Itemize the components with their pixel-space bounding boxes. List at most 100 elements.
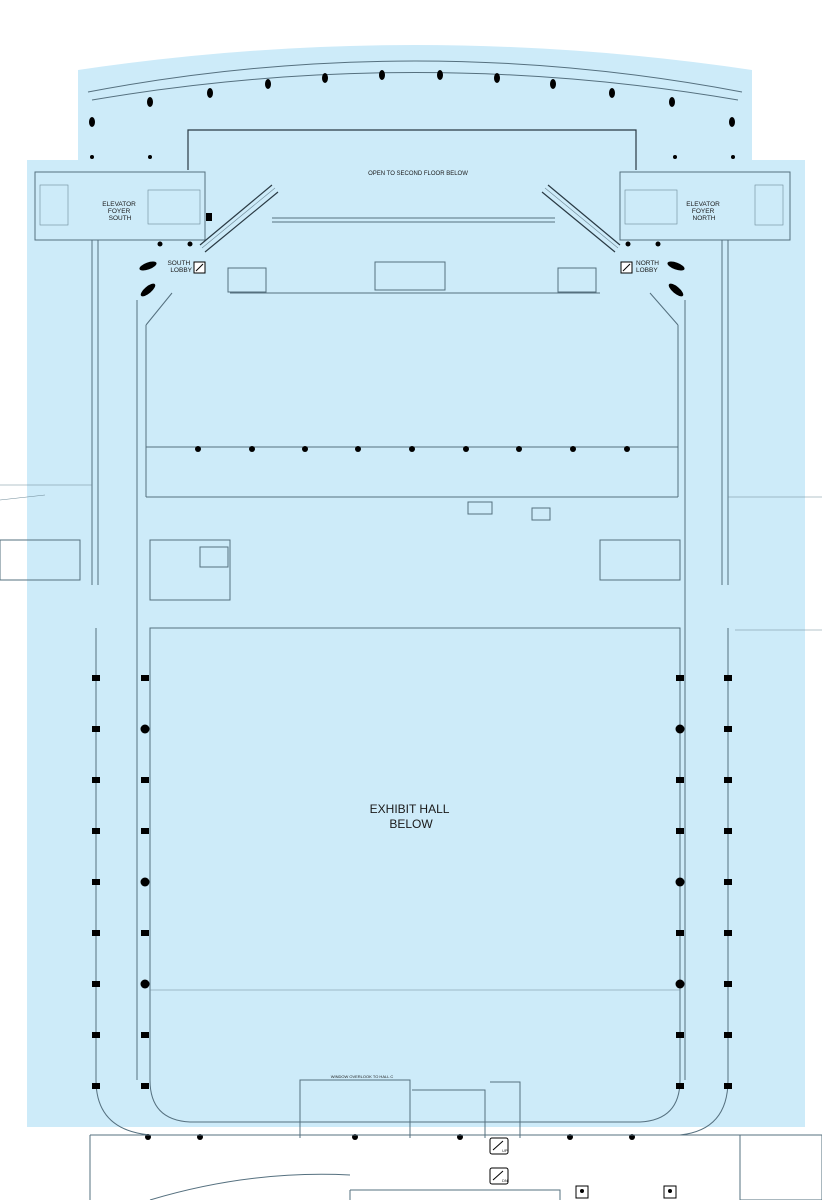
column (625, 241, 631, 247)
column (92, 879, 100, 885)
column (195, 446, 201, 452)
column (141, 1083, 149, 1089)
restroom-icon (663, 1185, 677, 1199)
outer-concourse (95, 620, 729, 1136)
window-overlook-label: WINDOW OVERLOOK TO HALL C (331, 1074, 394, 1079)
column (724, 726, 732, 732)
column (409, 446, 415, 452)
west-wall (91, 240, 138, 620)
column (140, 979, 150, 989)
column (141, 777, 149, 783)
exterior-line (0, 484, 822, 631)
elevator-west (199, 546, 229, 568)
column (676, 828, 684, 834)
column (92, 930, 100, 936)
column (724, 1083, 732, 1089)
column (570, 446, 576, 452)
east-wall (684, 240, 729, 620)
north-lobby-label: NORTH LOBBY (636, 260, 661, 274)
service-room-west (149, 539, 231, 601)
column (516, 446, 522, 452)
canopy-pylon (322, 73, 328, 83)
column (141, 828, 149, 834)
column (724, 930, 732, 936)
column (676, 930, 684, 936)
column (724, 777, 732, 783)
revolving-door-north (667, 261, 685, 297)
column (302, 446, 308, 452)
canopy-pylon (207, 88, 213, 98)
elevator-foyer-south-label: ELEVATOR FOYER SOUTH (102, 201, 137, 222)
revolving-door-south (139, 261, 157, 297)
column (92, 1032, 100, 1038)
open-to-below-edge (187, 129, 637, 170)
highlighted-area[interactable] (27, 45, 805, 1127)
stair-southeast (739, 1134, 822, 1200)
column (141, 1032, 149, 1038)
canopy-pylon (729, 117, 735, 127)
column (673, 155, 677, 159)
column (141, 930, 149, 936)
escalator-icon (620, 261, 633, 274)
escalator-north[interactable] (541, 184, 621, 253)
column (724, 981, 732, 987)
column (249, 446, 255, 452)
escalator-down[interactable]: DN (489, 1167, 509, 1185)
column (92, 675, 100, 681)
column (676, 1083, 684, 1089)
column (624, 446, 630, 452)
elevator-bank-north (624, 184, 784, 226)
column (676, 777, 684, 783)
elevator-foyer-south[interactable] (34, 171, 206, 241)
column (731, 155, 735, 159)
column (92, 777, 100, 783)
column (140, 877, 150, 887)
column (90, 155, 94, 159)
exhibit-hall-outline (149, 627, 681, 1123)
canopy-pylon (550, 79, 556, 89)
column (92, 981, 100, 987)
column (724, 1032, 732, 1038)
open-to-second-floor-label: OPEN TO SECOND FLOOR BELOW (368, 171, 468, 177)
escalator-up[interactable]: UP (489, 1137, 509, 1155)
canopy-pylons (89, 70, 735, 127)
lower-level-wall (89, 1134, 741, 1200)
canopy-pylon (437, 70, 443, 80)
canopy-pylon (609, 88, 615, 98)
canopy-arc-inner (91, 72, 739, 101)
column (187, 241, 193, 247)
column (675, 877, 685, 887)
escalator-icon (193, 261, 206, 274)
shaft (467, 501, 493, 515)
stair-south (227, 267, 267, 293)
exhibit-hall-label: EXHIBIT HALL BELOW (370, 802, 453, 831)
stair-north (557, 267, 597, 293)
elevator-foyer-north[interactable] (619, 171, 791, 241)
column (676, 675, 684, 681)
svg-text:DN: DN (502, 1178, 508, 1183)
service-core (374, 261, 446, 291)
column (675, 979, 685, 989)
shaft (531, 507, 551, 521)
stair-east (599, 539, 681, 581)
canopy-pylon (265, 79, 271, 89)
column (724, 879, 732, 885)
column (355, 446, 361, 452)
column (724, 828, 732, 834)
canopy-pylon (494, 73, 500, 83)
column (92, 1083, 100, 1089)
column (148, 155, 152, 159)
restroom-icon (575, 1185, 589, 1199)
canopy-arc (87, 60, 743, 93)
escalator-south[interactable] (199, 184, 279, 253)
south-lobby-label: SOUTH LOBBY (167, 260, 192, 274)
canopy-pylon (89, 117, 95, 127)
column (140, 724, 150, 734)
svg-text:UP: UP (502, 1148, 508, 1153)
column (724, 675, 732, 681)
canopy-pylon (379, 70, 385, 80)
column (655, 241, 661, 247)
column (463, 446, 469, 452)
canopy-pylon (147, 97, 153, 107)
